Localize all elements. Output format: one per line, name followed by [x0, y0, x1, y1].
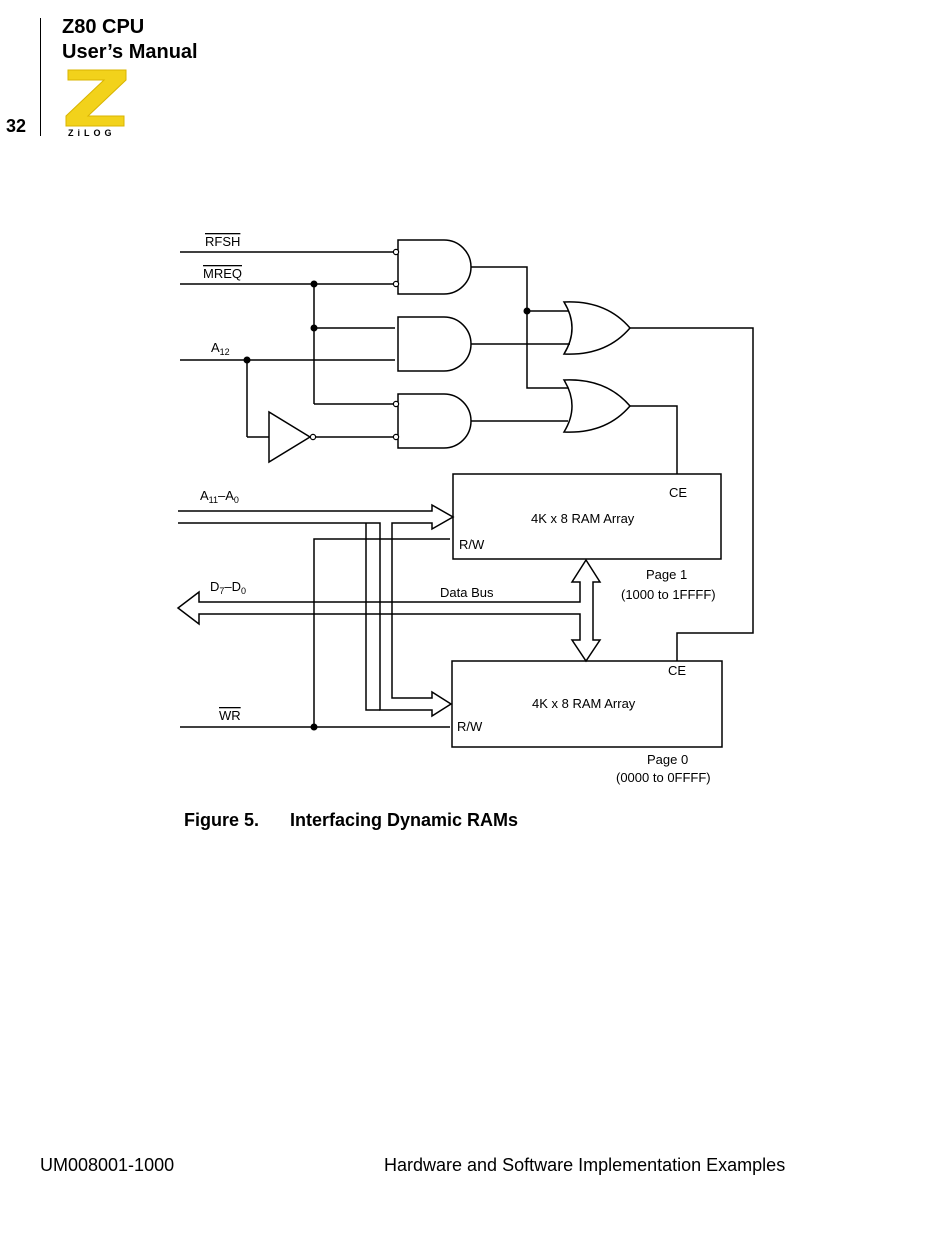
signal-wr-label: WR: [219, 708, 241, 723]
zilog-logo: ZiLOG: [65, 69, 127, 138]
figure-number: Figure 5.: [184, 810, 260, 830]
inverter-gate: [268, 410, 312, 464]
figure-caption: Figure 5. Interfacing Dynamic RAMs: [184, 810, 518, 831]
logo-wordmark: ZiLOG: [68, 128, 116, 138]
signal-address-label: A11–A0: [200, 488, 239, 505]
title-line-2: User’s Manual: [62, 41, 198, 63]
ram-page1-range: (1000 to 1FFFF): [621, 587, 716, 602]
signal-a12-label: A12: [211, 340, 230, 357]
footer-section-title: Hardware and Software Implementation Exa…: [384, 1155, 786, 1175]
address-bus-arrow-lower: [365, 523, 380, 711]
ram-page0-ce-label: CE: [668, 663, 686, 678]
signal-rfsh-label: RFSH: [205, 234, 240, 249]
address-bus-arrow-upper: [178, 503, 455, 718]
or-gate-2: [562, 379, 631, 433]
ram-page1-ce-label: CE: [669, 485, 687, 500]
ram-page0-label: 4K x 8 RAM Array: [532, 696, 636, 711]
signal-mreq-label: MREQ: [203, 266, 242, 281]
or-gate-1: [562, 301, 631, 355]
data-bus-label: Data Bus: [440, 585, 494, 600]
data-bus-arrow: [176, 590, 575, 626]
ram-page1-rw-label: R/W: [459, 537, 485, 552]
logo-z-shape: [65, 69, 127, 127]
ram-page0-rw-label: R/W: [457, 719, 483, 734]
title-line-1: Z80 CPU: [62, 16, 145, 38]
footer-doc-id: UM008001-1000: [40, 1155, 175, 1175]
and-gate-3: [397, 393, 472, 449]
page-number: 32: [6, 116, 27, 136]
ram-page0-page: Page 0: [647, 752, 688, 767]
and-gate-2: [397, 316, 472, 372]
and-gate-1: [397, 239, 472, 295]
ram-page1-page: Page 1: [646, 567, 687, 582]
header-divider: [40, 18, 41, 136]
ram-page0-range: (0000 to 0FFFF): [616, 770, 711, 785]
figure-title: Interfacing Dynamic RAMs: [290, 810, 519, 830]
ram-page1-label: 4K x 8 RAM Array: [531, 511, 635, 526]
signal-data-label: D7–D0: [210, 579, 246, 596]
document-title: Z80 CPU User’s Manual: [62, 15, 198, 65]
